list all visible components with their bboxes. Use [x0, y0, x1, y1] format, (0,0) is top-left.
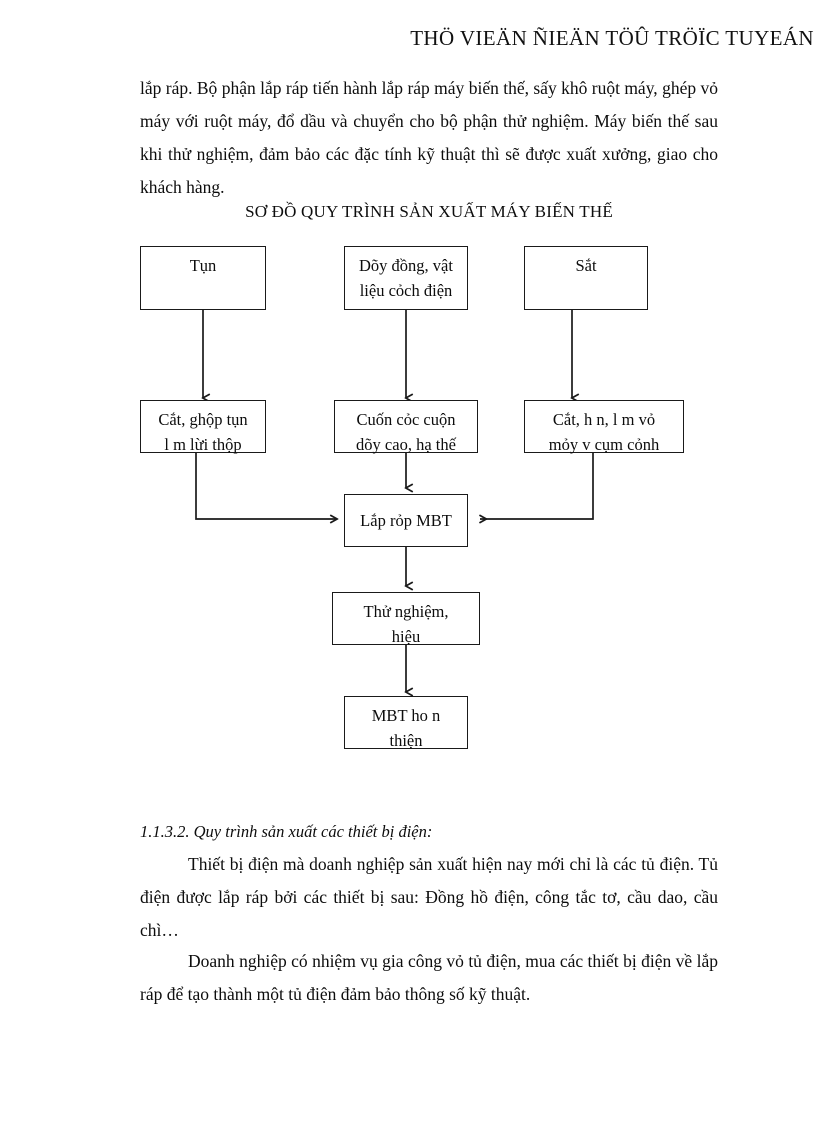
page-header-text: THÖ VIEÄN ÑIEÄN TÖÛ TRÖÏC TUYEÁN: [410, 26, 814, 50]
section-paragraph-1: Thiết bị điện mà doanh nghiệp sản xuất h…: [140, 854, 718, 940]
flowchart-node-day-dong: Dõy đồng, vật liệu cỏch điện: [344, 246, 468, 310]
section-heading: 1.1.3.2. Quy trình sản xuất các thiết bị…: [140, 822, 433, 841]
top-paragraph-block: lắp ráp. Bộ phận lắp ráp tiến hành lắp r…: [140, 72, 718, 204]
flowchart-node-cuon-coc: Cuốn cỏc cuộn dõy cao, hạ thế: [334, 400, 478, 454]
flowchart-node-cat-ghep-ton: Cắt, ghộp tụn l m lừi thộp: [140, 400, 266, 454]
section-paragraph-1-block: Thiết bị điện mà doanh nghiệp sản xuất h…: [140, 848, 718, 947]
section-paragraph-2-block: Doanh nghiệp có nhiệm vụ gia công vỏ tủ …: [140, 945, 718, 1011]
flowchart-node-thu-nghiem: Thử nghiệm, hiệu: [332, 592, 480, 646]
flowchart-node-cat-han: Cắt, h n, l m vỏ mỏy v cụm cỏnh: [524, 400, 684, 454]
flowchart-node-ton: Tụn: [140, 246, 266, 310]
section-paragraph-2: Doanh nghiệp có nhiệm vụ gia công vỏ tủ …: [140, 951, 718, 1004]
flowchart-node-lap-rap-mbt: Lắp rỏp MBT: [344, 494, 468, 547]
page-header: THÖ VIEÄN ÑIEÄN TÖÛ TRÖÏC TUYEÁN: [0, 26, 816, 51]
diagram-title: SƠ ĐỒ QUY TRÌNH SẢN XUẤT MÁY BIẾN THẾ: [245, 202, 613, 221]
top-paragraph: lắp ráp. Bộ phận lắp ráp tiến hành lắp r…: [140, 78, 718, 197]
flowchart-node-sat: Sắt: [524, 246, 648, 310]
flowchart-node-mbt-hoan-thien: MBT ho n thiện: [344, 696, 468, 750]
section-heading-block: 1.1.3.2. Quy trình sản xuất các thiết bị…: [140, 818, 718, 846]
